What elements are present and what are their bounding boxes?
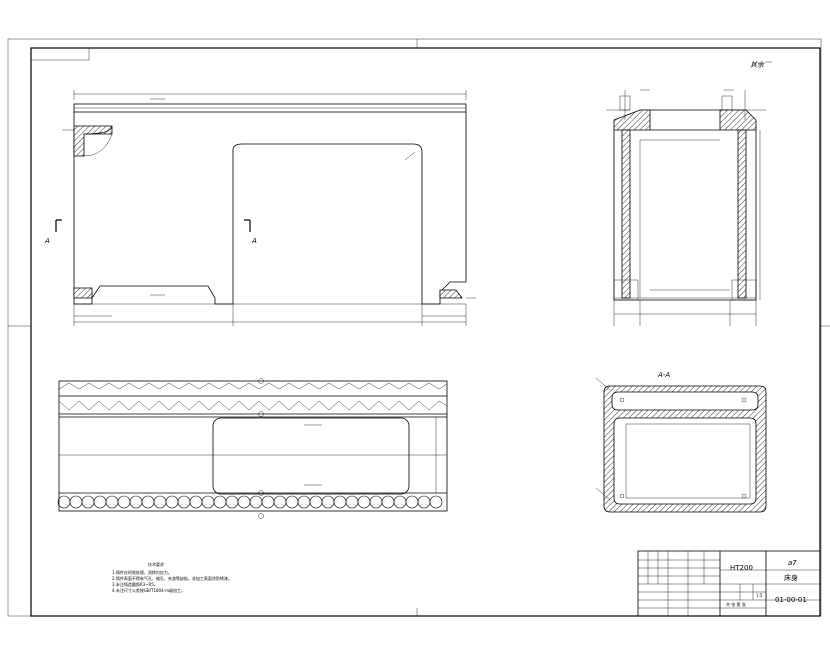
scale: 1:5 <box>756 593 763 598</box>
notes-title: 技术要求 <box>148 561 164 567</box>
section-marker-right: A <box>251 237 257 245</box>
note-2: 2.铸件表面不得有气孔、缩孔、夹渣等缺陷，非加工表面涂防锈漆。 <box>112 575 232 581</box>
top-view <box>57 378 448 519</box>
note-4: 4.未注尺寸公差按GB/T1804-m级加工。 <box>112 587 185 593</box>
title-block: HT200 a7 床身 01-00-01 1:5 共 张 第 张 <box>637 550 821 617</box>
surface-finish-note: 其余 <box>750 61 765 69</box>
technical-notes: 技术要求 1.铸件应时效处理，消除内应力。 2.铸件表面不得有气孔、缩孔、夹渣等… <box>112 561 232 593</box>
sheet-frame <box>7 38 830 617</box>
section-a-a: A-A <box>595 371 767 513</box>
section-view-label: A-A <box>657 371 670 379</box>
front-view: A A <box>44 90 476 326</box>
side-view: 其余 <box>606 61 772 326</box>
sheet-mark: a7 <box>788 559 797 567</box>
drawing-number: 01-00-01 <box>775 596 807 604</box>
note-3: 3.未注铸造圆角R3~R5。 <box>112 581 158 587</box>
part-name: 床身 <box>784 573 798 582</box>
section-marker-left: A <box>44 237 50 245</box>
sheet-count: 共 张 第 张 <box>726 601 746 607</box>
material: HT200 <box>730 564 753 572</box>
note-1: 1.铸件应时效处理，消除内应力。 <box>112 569 172 575</box>
